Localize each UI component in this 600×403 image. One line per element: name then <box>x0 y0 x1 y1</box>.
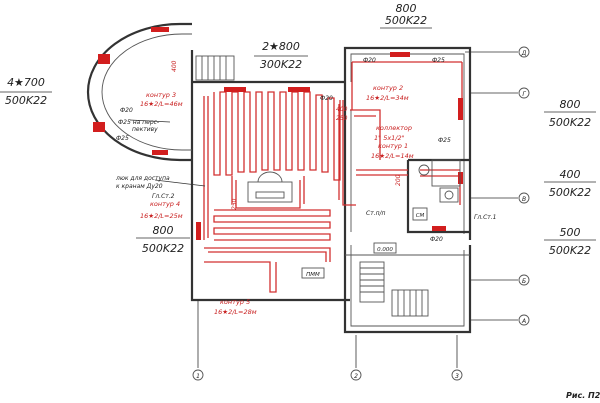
axis-markers: Д Г В Б А 1 2 3 <box>192 46 530 381</box>
radiator-bay-model: 500K22 <box>5 94 47 107</box>
radiator-right-upper <box>458 98 463 120</box>
radiator-top-right <box>390 52 410 57</box>
contour-3-name: контур 3 <box>146 91 176 99</box>
pipe-d20-bay: Ф20 <box>120 107 133 114</box>
radiator-right-upper-model: 500K22 <box>549 116 591 129</box>
axis-2-label: 2 <box>354 373 358 380</box>
dim-200: 200 <box>395 174 402 186</box>
pipe-d25-right: Ф25 <box>438 137 451 144</box>
pipe-d25-top: Ф25 <box>432 57 445 64</box>
radiator-labels: 800 500K22 2★800 300K22 4★700 500K22 800… <box>5 2 591 257</box>
equipment: ПММ СМ 0.000 <box>301 159 461 279</box>
radiator-bay-1 <box>151 27 169 32</box>
radiator-top-center-model: 300K22 <box>260 58 302 71</box>
dim-250-right: 250 <box>336 115 348 122</box>
contour-3-spec: 16★2/L=46м <box>140 100 183 108</box>
washer-label: СМ <box>416 213 425 219</box>
collector-spec: 1" 5x1/2" <box>374 134 405 142</box>
contour-5-spec: 16★2/L=28м <box>214 308 257 316</box>
radiator-right-lower-model: 500K22 <box>549 244 591 257</box>
dim-400-left: 400 <box>171 60 178 72</box>
radiator-left-mid <box>196 222 201 240</box>
radiators <box>93 27 463 240</box>
stairs-lower <box>359 261 429 317</box>
radiator-right-mid-size: 400 <box>560 168 581 181</box>
radiator-right-lower-size: 500 <box>560 226 581 239</box>
underfloor-loops <box>203 61 463 293</box>
fireplace <box>247 171 293 203</box>
axis-g-label: Г <box>522 91 526 98</box>
axis-v-label: В <box>522 196 526 203</box>
contour-4-name: контур 4 <box>150 200 180 208</box>
radiator-right-lower <box>432 226 446 231</box>
axis-b-label: Б <box>522 278 526 285</box>
notes: люк для доступа к кранам Ду20 Гл.Ст.2 Гл… <box>115 60 600 400</box>
dim-250-left: 250 <box>231 198 238 210</box>
radiator-bay-size: 4★700 <box>7 76 45 89</box>
pipe-labels: Ф20 Ф25 Ф20 Ф20 Ф25 Ф25 Ф20 Ф25 на перс-… <box>116 57 451 243</box>
pipe-d20-mid: Ф20 <box>320 95 333 102</box>
contour-1-spec: 16★2/L=14м <box>371 152 414 160</box>
dishwasher-label: ПММ <box>306 272 320 278</box>
contour-5-name: контур 5 <box>220 298 250 306</box>
stairs-top <box>195 55 235 81</box>
figure-label: Рис. П2 <box>566 391 600 400</box>
collector-title: коллектор <box>376 124 412 132</box>
radiator-bay-2 <box>98 54 110 64</box>
pipe-d20-top: Ф20 <box>363 57 376 64</box>
dim-400-right: 400 <box>336 106 348 113</box>
level-label: 0.000 <box>377 247 393 253</box>
axis-1-label: 1 <box>196 373 200 380</box>
radiator-left-mid-size: 800 <box>153 224 174 237</box>
hatch-note-1: люк для доступа <box>115 175 170 182</box>
riser-gs2-label: Гл.Ст.2 <box>152 193 175 200</box>
radiator-top-1 <box>224 87 246 92</box>
axis-a-label: А <box>521 318 526 325</box>
radiator-bay-3 <box>93 122 105 132</box>
riser-note-1: Ф25 на перс- <box>118 119 159 126</box>
radiator-right-mid <box>458 172 463 184</box>
contour-labels: контур 2 16★2/L=34м контур 3 16★2/L=46м … <box>140 84 414 316</box>
radiator-top-2 <box>288 87 310 92</box>
axis-d-label: Д <box>521 50 527 57</box>
contour-2-spec: 16★2/L=34м <box>366 94 409 102</box>
pipe-d20-bottom: Ф20 <box>430 236 443 243</box>
radiator-top-right-model: 500K22 <box>385 14 427 27</box>
radiator-left-mid-model: 500K22 <box>142 242 184 255</box>
radiator-top-center-size: 2★800 <box>262 40 300 53</box>
riser-gs1-label: Гл.Ст.1 <box>474 214 497 221</box>
radiator-right-upper-size: 800 <box>560 98 581 111</box>
hatch-note-2: к кранам Ду20 <box>116 183 163 190</box>
leader-lines <box>0 27 596 368</box>
axis-3-label: 3 <box>455 373 459 380</box>
riser-stpp-label: Ст.п/п <box>366 210 386 217</box>
riser-note-2: пективу <box>132 126 158 133</box>
radiator-bay-4 <box>152 150 168 155</box>
radiator-right-mid-model: 500K22 <box>549 186 591 199</box>
contour-2-name: контур 2 <box>373 84 403 92</box>
contour-4-spec: 16★2/L=25м <box>140 212 183 220</box>
radiator-top-right-size: 800 <box>396 2 417 15</box>
contour-1-name: контур 1 <box>378 142 408 150</box>
pipe-d25-bay: Ф25 <box>116 135 129 142</box>
